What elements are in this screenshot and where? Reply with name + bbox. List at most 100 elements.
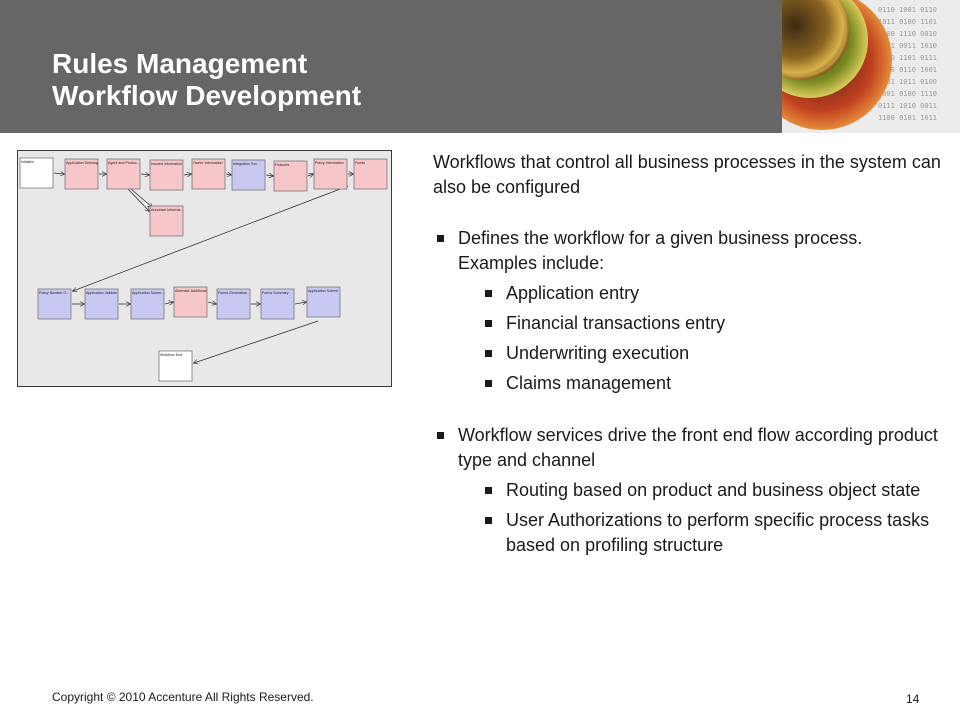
bullet-level2: Underwriting execution (433, 341, 943, 366)
workflow-node-label: Alternate-Additional (175, 289, 207, 293)
workflow-node-box (149, 159, 184, 191)
bullet-text: Routing based on product and business ob… (506, 480, 921, 500)
workflow-node-label: Policy Information (315, 161, 344, 165)
workflow-node-alternate-additional: Alternate-Additional (173, 286, 208, 318)
workflow-node-box (130, 288, 165, 320)
workflow-node-box (19, 157, 54, 189)
workflow-node-box (191, 158, 226, 190)
intro-paragraph: Workflows that control all business proc… (433, 152, 941, 197)
workflow-node-insured-information: Insured Information (149, 159, 184, 191)
slide-title: Rules Management Workflow Development (52, 48, 361, 112)
title-line-2: Workflow Development (52, 80, 362, 111)
title-line-1: Rules Management (52, 48, 308, 79)
discs-graphic: 0110 1001 0110 1011 0100 1101 0100 1110 … (782, 0, 960, 133)
workflow-node-box (313, 158, 348, 190)
workflow-arrow (307, 174, 313, 176)
workflow-arrow (53, 173, 64, 174)
workflow-node-funds: Funds (353, 158, 388, 190)
workflow-node-application-validate: Application Validate (84, 288, 119, 320)
svg-text:1001 0100 1110: 1001 0100 1110 (878, 90, 937, 98)
workflow-arrow (164, 302, 173, 304)
workflow-node-policy-information: Policy Information (313, 158, 348, 190)
svg-text:1101 0011 1010: 1101 0011 1010 (878, 42, 937, 50)
bullet-text: Workflow services drive the front end fl… (458, 425, 938, 470)
workflow-node-box (106, 158, 141, 190)
workflow-arrow (183, 174, 191, 175)
svg-text:0111 1010 0011: 0111 1010 0011 (878, 102, 937, 110)
workflow-node-label: Workflow End (160, 353, 182, 357)
workflow-node-label: Application Summ... (132, 291, 164, 295)
bullet-content: Workflows that control all business proc… (433, 150, 943, 558)
workflow-diagram-canvas: Initialize Application Defining Agent and … (19, 157, 388, 382)
workflow-node-owner-information: Owner Information (191, 158, 226, 190)
workflow-node-annuitant-information: Annuitant Informat... (149, 205, 184, 237)
workflow-node-label: Insured Information (151, 162, 182, 166)
workflow-node-label: Application Validate (86, 291, 117, 295)
workflow-node-agent-and-product: Agent and Produc... (106, 158, 141, 190)
workflow-node-application-submit: Application Submit (306, 286, 341, 318)
workflow-node-label: Policy Number G... (39, 291, 69, 295)
square-bullet-icon (437, 235, 444, 242)
workflow-node-policy-number: Policy Number G... (37, 288, 72, 320)
square-bullet-icon (485, 320, 492, 327)
bullet-level2: Financial transactions entry (433, 311, 943, 336)
workflow-arrow (130, 188, 152, 207)
workflow-node-forms-generation: Forms Generation (216, 288, 251, 320)
workflow-node-box (64, 158, 99, 190)
workflow-arrow (127, 188, 149, 211)
workflow-node-label: Agent and Produc... (108, 161, 140, 165)
workflow-node-box (216, 288, 251, 320)
workflow-arrow (265, 175, 273, 176)
section-workflow-definition: Defines the workflow for a given busines… (433, 226, 943, 396)
square-bullet-icon (485, 517, 492, 524)
workflow-node-label: Owner Information (193, 161, 223, 165)
workflow-node-label: Features (275, 163, 289, 167)
svg-text:1011 0100 1101: 1011 0100 1101 (878, 18, 937, 26)
workflow-node-box (353, 158, 388, 190)
workflow-node-workflow-end: Workflow End (158, 350, 193, 382)
bullet-level2: Claims management (433, 371, 943, 396)
square-bullet-icon (485, 487, 492, 494)
workflow-arrow (294, 302, 306, 304)
bullet-level2: Routing based on product and business ob… (433, 478, 943, 503)
workflow-arrow (140, 174, 149, 175)
svg-text:0110 1001 0110: 0110 1001 0110 (878, 6, 937, 14)
bullet-level1: Defines the workflow for a given busines… (433, 226, 943, 276)
bullet-text: Financial transactions entry (506, 313, 726, 333)
decorative-discs-image: 0110 1001 0110 1011 0100 1101 0100 1110 … (782, 0, 960, 133)
workflow-node-box (37, 288, 72, 320)
svg-text:0101 1011 0100: 0101 1011 0100 (878, 78, 937, 86)
bullet-text: Underwriting execution (506, 343, 690, 363)
workflow-node-box (273, 160, 308, 192)
bullet-text: Defines the workflow for a given busines… (458, 228, 863, 273)
workflow-node-forms-summary: Forms Summary (260, 288, 295, 320)
bullet-level2: Application entry (433, 281, 943, 306)
bullet-text: Application entry (506, 283, 640, 303)
workflow-node-box (158, 350, 193, 382)
bullet-text: Claims management (506, 373, 672, 393)
workflow-node-label: Integration Svc (233, 162, 257, 166)
square-bullet-icon (485, 290, 492, 297)
svg-text:1110 0110 1001: 1110 0110 1001 (878, 66, 937, 74)
svg-text:0010 1101 0111: 0010 1101 0111 (878, 54, 937, 62)
page-number: 14 (906, 692, 920, 706)
svg-text:0100 1110 0010: 0100 1110 0010 (878, 30, 937, 38)
workflow-node-application-summary: Application Summ... (130, 288, 165, 320)
workflow-node-initialize: Initialize (19, 157, 54, 189)
workflow-node-features: Features (273, 160, 308, 192)
bullet-level2: User Authorizations to perform specific … (433, 508, 943, 558)
copyright-notice: Copyright © 2010 Accenture All Rights Re… (52, 690, 314, 704)
workflow-arrow (73, 185, 349, 291)
workflow-node-label: Annuitant Informat... (151, 208, 183, 212)
workflow-node-label: Application Defining (66, 161, 98, 165)
section-workflow-services: Workflow services drive the front end fl… (433, 423, 943, 558)
bullet-text: User Authorizations to perform specific … (506, 510, 930, 555)
svg-text:1100 0101 1011: 1100 0101 1011 (878, 114, 937, 122)
workflow-node-label: Forms Generation (218, 291, 247, 295)
bullet-level1: Workflow services drive the front end fl… (433, 423, 943, 473)
workflow-node-box (306, 286, 341, 318)
workflow-node-label: Forms Summary (262, 291, 289, 295)
workflow-node-box (231, 159, 266, 191)
workflow-node-box (260, 288, 295, 320)
workflow-node-box (149, 205, 184, 237)
